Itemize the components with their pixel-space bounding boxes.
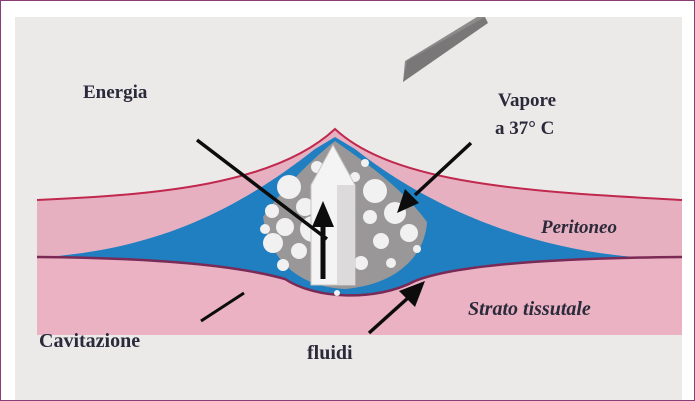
label-peritoneo: Peritoneo [541,218,617,237]
bubble [260,224,270,234]
cavitation-diagram: Energia Vapore a 37° C Peritoneo Strato … [15,17,682,400]
bubble [373,233,389,249]
bubble [363,179,387,203]
bubble [277,175,301,199]
bubble [263,233,283,253]
label-strato-tissutale: Strato tissutale [468,299,591,319]
label-fluidi: fluidi [307,343,353,363]
bubble [363,210,377,224]
bubble [277,259,289,271]
bubble [276,218,294,236]
bubble [361,159,369,167]
bubble [400,224,418,242]
label-vapore-temp: a 37° C [495,119,554,138]
bubble [386,258,396,268]
label-energia: Energia [83,83,147,102]
probe-shading [337,185,355,285]
bubble [354,256,368,270]
label-cavitazione: Cavitazione [39,331,140,351]
bubble [413,245,421,253]
bubble [291,243,307,259]
bubble [334,290,340,296]
label-vapore: Vapore [498,91,556,110]
bubble [265,204,279,218]
instrument-tip-shade [403,17,488,82]
